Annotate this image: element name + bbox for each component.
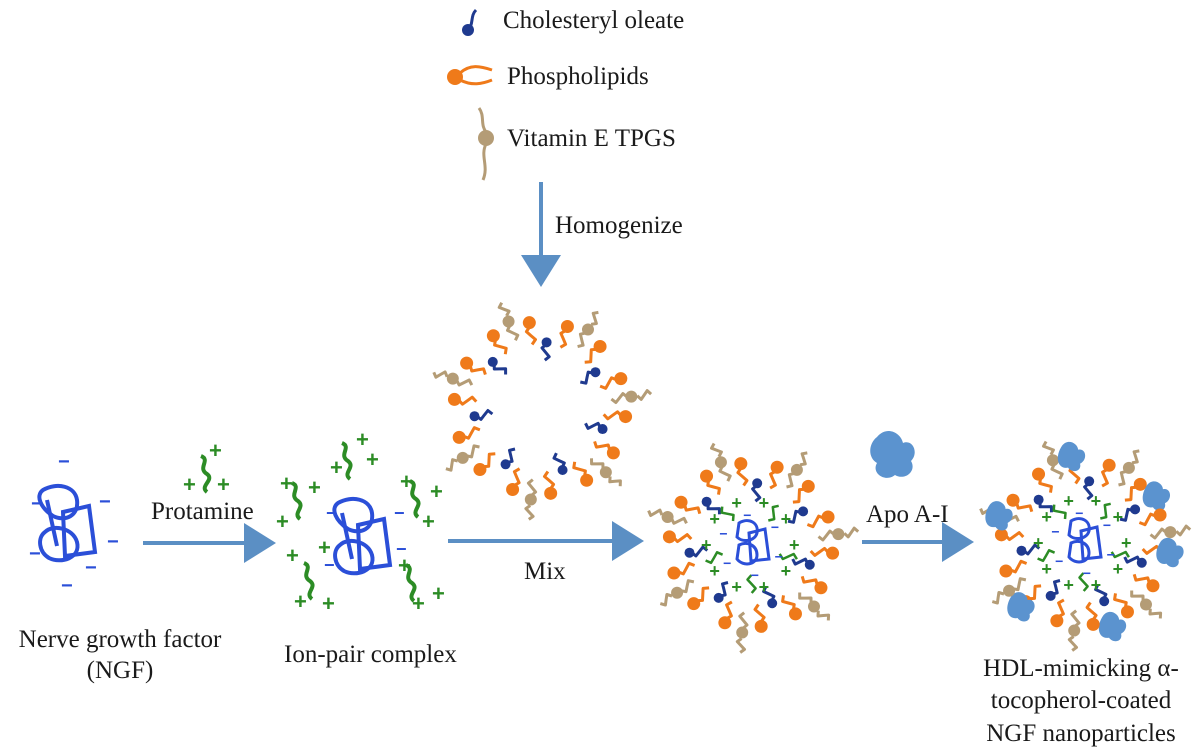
svg-text:+: + <box>422 509 435 534</box>
svg-text:+: + <box>318 535 331 560</box>
legend-phospholipids-label: Phospholipids <box>507 63 649 90</box>
svg-text:+: + <box>398 553 411 578</box>
svg-text:+: + <box>322 591 335 616</box>
legend-cholesteryl-oleate-label: Cholesteryl oleate <box>503 7 685 34</box>
svg-text:+: + <box>1041 559 1052 579</box>
svg-text:+: + <box>432 581 445 606</box>
svg-text:+: + <box>1113 559 1124 579</box>
svg-text:−: − <box>1075 505 1083 521</box>
svg-text:−: − <box>775 549 783 565</box>
ion-pair-complex-label: Ion-pair complex <box>284 641 457 668</box>
svg-text:+: + <box>1063 575 1074 595</box>
final-label-line2: tocopherol-coated <box>990 687 1172 714</box>
final-label-line1: HDL-mimicking α- <box>983 655 1179 682</box>
svg-text:+: + <box>400 469 413 494</box>
svg-text:+: + <box>330 455 343 480</box>
svg-text:−: − <box>394 503 405 523</box>
svg-text:+: + <box>209 438 222 463</box>
svg-text:+: + <box>366 447 379 472</box>
svg-text:+: + <box>183 472 196 497</box>
ngf-label-line2: (NGF) <box>86 657 154 684</box>
svg-text:−: − <box>107 531 119 553</box>
svg-text:−: − <box>85 557 97 579</box>
protamine-label: Protamine <box>151 498 254 525</box>
homogenize-label: Homogenize <box>555 212 683 239</box>
cholesteryl-oleate-icon <box>462 8 478 36</box>
ion-pair-complex: + + + + + + + + + + + + + + + + − − − − <box>276 427 445 616</box>
svg-text:+: + <box>276 509 289 534</box>
svg-text:+: + <box>430 479 443 504</box>
ngf-loaded-nanoparticle: ++++++++++−−−−−− <box>647 442 860 654</box>
svg-text:−: − <box>743 507 751 523</box>
svg-text:−: − <box>723 555 731 571</box>
svg-text:−: − <box>99 491 111 513</box>
svg-text:+: + <box>731 577 742 597</box>
svg-text:−: − <box>396 539 407 559</box>
vitamin-e-tpgs-icon <box>477 107 494 181</box>
protamine-molecule: + + + <box>183 438 230 497</box>
svg-text:−: − <box>58 451 70 473</box>
svg-text:+: + <box>759 493 770 513</box>
mix-label: Mix <box>524 558 566 585</box>
empty-lipid-nanoparticle <box>432 301 653 521</box>
svg-text:−: − <box>326 503 337 523</box>
svg-text:+: + <box>280 471 293 496</box>
svg-text:−: − <box>771 519 779 535</box>
svg-text:+: + <box>781 509 792 529</box>
svg-text:−: − <box>1083 565 1091 581</box>
svg-text:+: + <box>294 589 307 614</box>
svg-text:−: − <box>61 575 73 597</box>
svg-text:+: + <box>356 427 369 452</box>
svg-text:−: − <box>31 493 43 515</box>
ngf-label-line1: Nerve growth factor <box>18 626 222 653</box>
svg-text:+: + <box>1091 575 1102 595</box>
hdl-mimicking-nanoparticle: ++++++++++−−−−−− <box>979 440 1192 652</box>
svg-text:+: + <box>789 535 800 555</box>
svg-text:+: + <box>759 577 770 597</box>
svg-text:+: + <box>1091 491 1102 511</box>
svg-text:−: − <box>1103 517 1111 533</box>
ngf-molecule: − − − − − − − <box>29 451 119 597</box>
svg-text:+: + <box>731 493 742 513</box>
svg-text:+: + <box>1113 507 1124 527</box>
svg-text:+: + <box>1033 533 1044 553</box>
svg-text:+: + <box>701 535 712 555</box>
phospholipid-icon <box>447 65 493 86</box>
svg-text:+: + <box>412 591 425 616</box>
legend-vitamin-e-tpgs-label: Vitamin E TPGS <box>507 125 676 152</box>
svg-text:+: + <box>1121 533 1132 553</box>
svg-text:−: − <box>29 543 41 565</box>
svg-text:−: − <box>1055 553 1063 569</box>
svg-text:+: + <box>1063 491 1074 511</box>
svg-text:+: + <box>217 472 230 497</box>
svg-text:−: − <box>1051 523 1059 539</box>
svg-text:+: + <box>1041 507 1052 527</box>
svg-text:+: + <box>286 543 299 568</box>
svg-text:+: + <box>709 561 720 581</box>
final-label-line3: NGF nanoparticles <box>986 720 1176 747</box>
svg-text:+: + <box>709 509 720 529</box>
svg-text:−: − <box>751 567 759 583</box>
svg-text:+: + <box>781 561 792 581</box>
svg-text:−: − <box>324 555 335 575</box>
svg-text:−: − <box>1107 547 1115 563</box>
svg-text:−: − <box>719 525 727 541</box>
apo-a1-label: Apo A-I <box>866 501 949 528</box>
svg-text:+: + <box>308 475 321 500</box>
apo-a1-protein <box>870 430 915 478</box>
